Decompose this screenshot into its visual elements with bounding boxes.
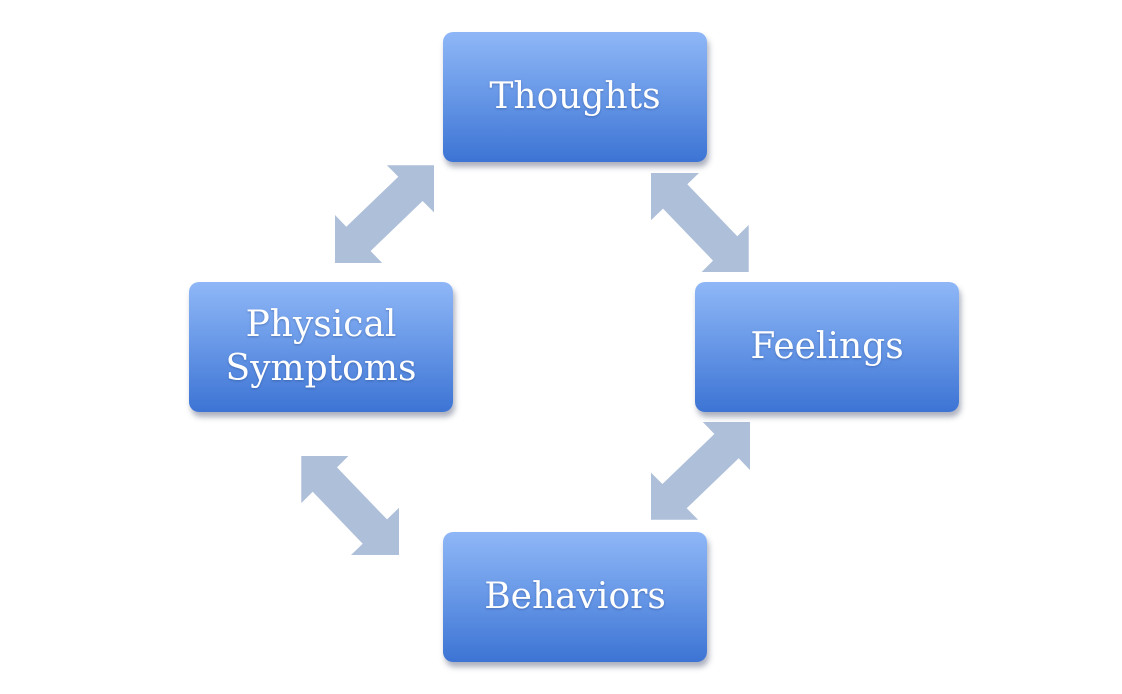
node-physical-label-line1: Physical (245, 304, 397, 345)
node-physical-label-line2: Symptoms (225, 348, 417, 389)
node-feelings-label: Feelings (750, 326, 904, 367)
node-thoughts-label: Thoughts (489, 76, 661, 117)
arrow-physical-thoughts (335, 165, 434, 263)
arrow-feelings-behaviors (651, 422, 750, 520)
node-behaviors: Behaviors (443, 532, 707, 662)
node-behaviors-label: Behaviors (484, 576, 666, 617)
arrow-behaviors-physical (301, 456, 399, 555)
node-physical-symptoms: Physical Symptoms (189, 282, 453, 412)
node-feelings: Feelings (695, 282, 959, 412)
arrow-thoughts-feelings (651, 173, 749, 272)
node-thoughts: Thoughts (443, 32, 707, 162)
